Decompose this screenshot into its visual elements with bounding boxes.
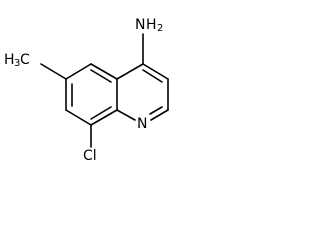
bond-c4-c3 — [142, 63, 169, 80]
bond-inner-c5-c6 — [90, 69, 112, 83]
methyl-hydrogen-label: H — [4, 52, 15, 68]
ring-nitrogen-label: N — [137, 116, 147, 132]
bond-c4-c5 — [116, 63, 144, 80]
bond-c6-c7 — [65, 63, 92, 80]
bond-c2-n1 — [150, 109, 169, 121]
chloro-label: Cl — [83, 148, 97, 164]
bond-inner-c9-c10 — [90, 106, 112, 120]
structure-canvas: N H 2 H 3 C N Cl — [4, 17, 169, 164]
molecule-structure: N H 2 H 3 C N Cl — [4, 17, 169, 164]
bond-c6-methyl — [40, 63, 67, 80]
bond-inner-c4-c3 — [142, 69, 163, 83]
amine-nitrogen-label: N — [135, 17, 145, 33]
methyl-carbon-label: C — [20, 52, 30, 68]
bond-n1-c10 — [116, 109, 136, 121]
amine-subscript-label: 2 — [157, 23, 163, 34]
amine-hydrogen-label: H — [146, 17, 157, 33]
bond-c9-c10 — [90, 109, 118, 126]
bond-c5-c6 — [90, 63, 118, 80]
bond-c8-c9 — [65, 109, 92, 126]
bond-inner-c2-n1 — [149, 106, 163, 115]
methyl-subscript-label: 3 — [14, 58, 20, 69]
